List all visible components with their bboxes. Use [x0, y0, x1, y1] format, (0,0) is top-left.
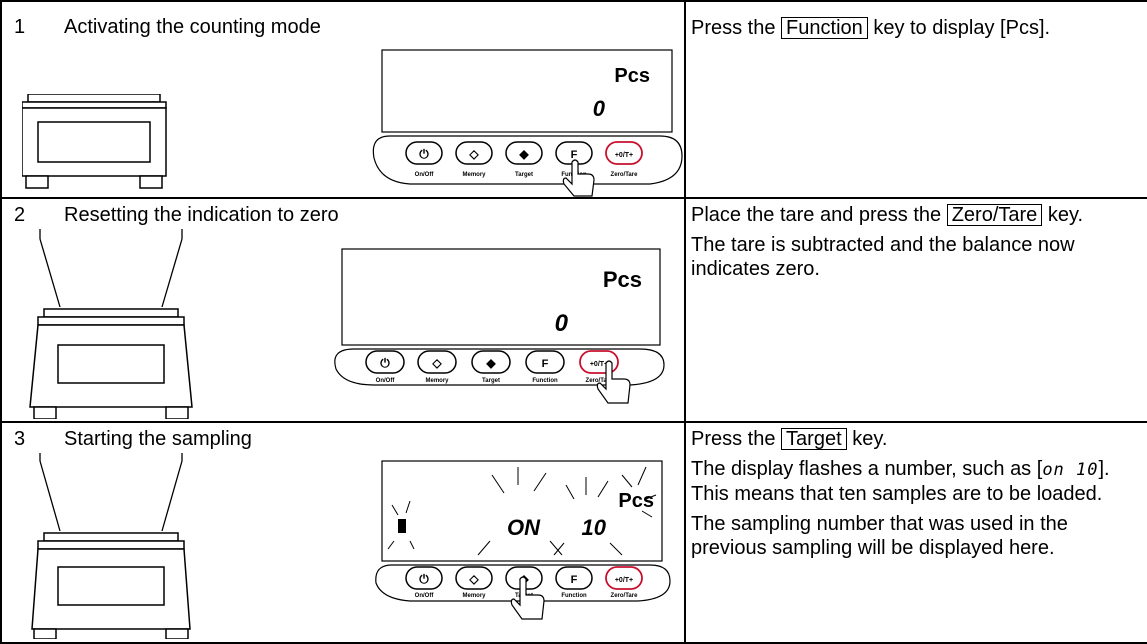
instructions: Place the tare and press the Zero/Tare k… — [691, 203, 1147, 287]
instructions: Press the Function key to display [Pcs]. — [691, 16, 1147, 46]
display-panel: Pcs 0 ⏻On/Off ◇Memory ◆Target FFunction … — [372, 49, 683, 197]
target-key[interactable]: ◆ Target — [505, 141, 543, 178]
svg-text:◇: ◇ — [468, 572, 479, 586]
svg-text:Zero/Tare: Zero/Tare — [611, 172, 639, 178]
lcd-value: 10 — [582, 515, 607, 540]
svg-text:⏻: ⏻ — [419, 572, 429, 586]
instruction-line: Press the Function key to display [Pcs]. — [691, 17, 1051, 39]
svg-text:On/Off: On/Off — [415, 593, 435, 599]
svg-text:+0/T+: +0/T+ — [615, 577, 633, 584]
lcd-mode: ON — [507, 515, 541, 540]
zero-tare-key[interactable]: +0/T+ Zero/Tare — [605, 566, 643, 599]
lcd-value: 0 — [555, 310, 569, 337]
step-number: 2 — [14, 204, 26, 226]
svg-text:On/Off: On/Off — [376, 378, 396, 384]
pointing-hand-icon — [596, 360, 631, 404]
display-panel: Pcs 0 ⏻ On/Off ◇ Memory ◆ Target F Function … — [334, 248, 665, 404]
instruction-line: The display flashes a number, such as [o… — [691, 458, 1110, 505]
step-row-3: 3 Starting the sampling — [0, 423, 1147, 642]
on-off-key[interactable]: ⏻ On/Off — [405, 566, 443, 599]
pointing-hand-icon — [562, 159, 595, 197]
svg-text:F: F — [571, 574, 578, 586]
display-panel: Pcs ON 10 ⏻On/Off ◇Memory ◆Target FFunct… — [375, 460, 671, 620]
balance-with-tare-illustration — [31, 453, 191, 639]
svg-text:+0/T+: +0/T+ — [590, 361, 608, 368]
svg-text:◇: ◇ — [431, 356, 442, 370]
step-title: Activating the counting mode — [64, 16, 321, 38]
svg-text:⏻: ⏻ — [380, 356, 390, 370]
flash-rays — [387, 466, 657, 556]
zero-tare-key-ref: Zero/Tare — [946, 204, 1043, 226]
step-title: Resetting the indication to zero — [64, 204, 339, 226]
svg-text:Memory: Memory — [462, 593, 486, 599]
svg-text:Target: Target — [482, 378, 500, 384]
svg-text:◆: ◆ — [485, 356, 496, 370]
svg-text:Target: Target — [515, 172, 533, 178]
svg-text:◇: ◇ — [468, 147, 479, 161]
lcd-value: 0 — [593, 96, 606, 121]
function-key[interactable]: F Function — [555, 566, 593, 599]
svg-text:Function: Function — [532, 378, 558, 384]
svg-text:Memory: Memory — [425, 378, 449, 384]
svg-text:◆: ◆ — [518, 147, 529, 161]
lcd-unit: Pcs — [614, 65, 650, 87]
lcd-unit: Pcs — [618, 490, 654, 512]
memory-key[interactable]: ◇ Memory — [417, 350, 457, 384]
instruction-line: The sampling number that was used in the… — [691, 513, 1068, 559]
svg-text:F: F — [571, 149, 578, 161]
step-number: 3 — [14, 428, 26, 450]
step-row-2: 2 Resetting the indication to zero Pcs 0… — [0, 199, 1147, 421]
step-title: Starting the sampling — [64, 428, 252, 450]
zero-tare-key[interactable]: +0/T+ Zero/Tare — [605, 141, 643, 178]
flash-marker — [398, 519, 406, 533]
svg-text:On/Off: On/Off — [415, 172, 435, 178]
on-off-key[interactable]: ⏻ On/Off — [405, 141, 443, 178]
memory-key[interactable]: ◇ Memory — [455, 566, 493, 599]
keypad: ⏻ On/Off ◇ Memory ◆ Target F Function +0/T+ Z… — [365, 350, 619, 384]
instruction-line: Press the Target key. — [691, 428, 888, 450]
function-key[interactable]: F Function — [525, 350, 565, 384]
target-key-ref: Target — [781, 428, 847, 450]
svg-text:Zero/Tare: Zero/Tare — [611, 593, 639, 599]
svg-text:F: F — [542, 358, 549, 370]
instructions: Press the Target key. The display flashe… — [691, 427, 1147, 566]
instruction-line: Place the tare and press the Zero/Tare k… — [691, 204, 1084, 226]
step-row-1: 1 Activating the counting mode Pcs 0 ⏻ On… — [0, 14, 1147, 197]
svg-text:+0/T+: +0/T+ — [615, 152, 633, 159]
lcd-unit: Pcs — [603, 267, 642, 292]
function-key-ref: Function — [781, 17, 868, 39]
svg-text:Function: Function — [561, 593, 587, 599]
on-off-key[interactable]: ⏻ On/Off — [365, 350, 405, 384]
target-key[interactable]: ◆ Target — [471, 350, 511, 384]
balance-illustration — [22, 94, 167, 189]
balance-with-tare-illustration — [29, 229, 193, 419]
step-number: 1 — [14, 16, 26, 38]
svg-text:⏻: ⏻ — [419, 147, 429, 161]
pointing-hand-icon — [510, 576, 545, 620]
svg-text:Zero/Tare: Zero/Tare — [586, 378, 614, 384]
memory-key[interactable]: ◇ Memory — [455, 141, 493, 178]
svg-text:Memory: Memory — [462, 172, 486, 178]
lcd-example: on 10 — [1042, 460, 1099, 480]
instruction-line: The tare is subtracted and the balance n… — [691, 234, 1075, 280]
